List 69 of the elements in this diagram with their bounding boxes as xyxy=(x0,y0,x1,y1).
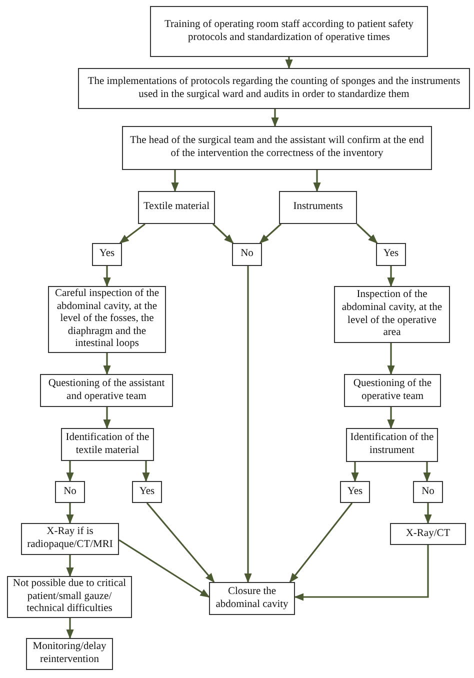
process-box xyxy=(413,481,443,503)
box-text: Careful inspection of the abdominal cavity, at the level of the fosses, the diaphragm and the intestinal loops xyxy=(54,288,160,351)
process-box xyxy=(78,68,470,109)
process-box xyxy=(340,481,370,503)
box-text: Instruments xyxy=(293,201,343,214)
arrow xyxy=(66,617,74,639)
arrow xyxy=(294,545,429,601)
arrow xyxy=(356,223,378,244)
process-box xyxy=(122,126,432,170)
arrow xyxy=(119,223,146,244)
process-box xyxy=(376,243,406,266)
box-text: Training of operating room staff according to patient safety protocols and standardization of operative times xyxy=(163,18,415,44)
process-box xyxy=(21,523,119,555)
arrow xyxy=(66,503,74,524)
arrow xyxy=(118,539,210,598)
box-text: Questioning of the operative team xyxy=(352,378,433,404)
process-box xyxy=(279,191,357,224)
arrow xyxy=(146,502,215,583)
box-text: The implementations of protocols regarding the counting of sponges and the instruments used in the surgical ward and audits in order to standardize them xyxy=(86,76,462,102)
arrow xyxy=(259,223,282,244)
process-box xyxy=(26,638,113,670)
arrow xyxy=(66,461,74,482)
process-box xyxy=(209,582,295,615)
arrow xyxy=(271,109,279,127)
arrow xyxy=(387,407,395,429)
arrow xyxy=(103,407,111,429)
box-text: Inspection of the abdominal cavity, at the level of the operative area xyxy=(340,289,444,340)
box-text: Yes xyxy=(347,486,363,498)
box-text: Identification of the instrument xyxy=(350,432,434,458)
box-text: Yes xyxy=(383,248,399,261)
arrow xyxy=(351,462,359,482)
box-text: The head of the surgical team and the assistant will confirm at the end of the intervention the correctness of the inventory xyxy=(128,135,425,161)
process-box xyxy=(344,374,441,407)
box-text: No xyxy=(422,486,434,498)
process-box xyxy=(138,191,215,224)
arrow xyxy=(285,57,293,69)
arrow xyxy=(387,343,395,375)
box-text: Yes xyxy=(99,248,115,261)
process-box xyxy=(40,374,173,407)
process-box xyxy=(150,6,428,57)
arrow xyxy=(142,461,150,482)
box-text: No xyxy=(64,486,76,498)
arrow xyxy=(103,266,111,287)
arrow xyxy=(244,266,252,583)
arrow xyxy=(212,223,234,244)
arrow xyxy=(103,353,111,375)
box-text: Closure the abdominal cavity xyxy=(214,586,290,612)
arrow xyxy=(387,266,395,287)
box-text: Not possible due to critical patient/small gauze/ technical difficulties xyxy=(12,578,128,616)
process-box xyxy=(390,523,466,545)
box-text: Monitoring/delay reintervention xyxy=(32,641,108,667)
arrow xyxy=(423,462,431,482)
arrow xyxy=(289,502,353,583)
box-text: Identification of the textile material xyxy=(65,432,150,458)
arrow xyxy=(171,170,179,192)
box-text: Questioning of the assistant and operative team xyxy=(47,378,166,404)
process-box xyxy=(55,481,85,503)
process-box xyxy=(232,243,262,266)
box-text: Textile material xyxy=(143,201,210,214)
process-box xyxy=(334,286,450,343)
arrow xyxy=(424,503,432,524)
box-text: X-Ray if is radiopaque/CT/MRI xyxy=(26,526,114,552)
arrow xyxy=(66,555,74,577)
process-box xyxy=(92,243,122,266)
box-text: X-Ray/CT xyxy=(406,528,450,540)
box-text: Yes xyxy=(139,486,155,498)
arrow xyxy=(313,170,321,192)
process-box xyxy=(132,481,162,503)
box-text: No xyxy=(240,248,254,261)
